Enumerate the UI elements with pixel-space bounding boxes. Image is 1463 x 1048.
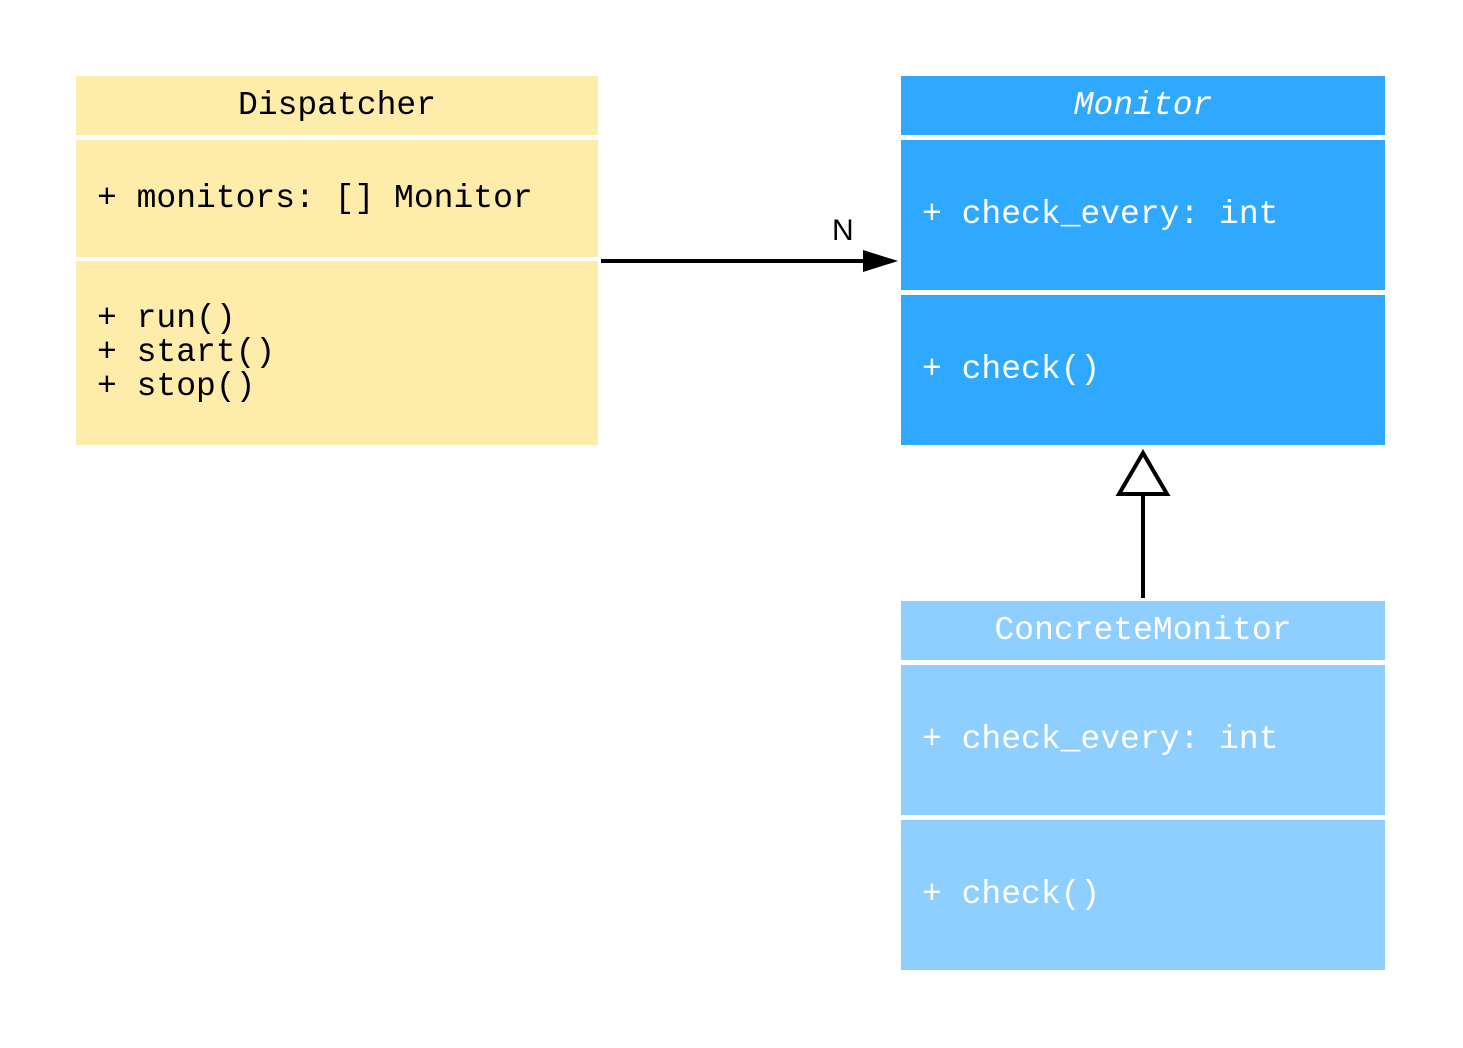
class-concrete-monitor: ConcreteMonitor + check_every: int + che…: [901, 601, 1385, 970]
class-name: Monitor: [901, 76, 1385, 135]
methods: + check(): [901, 820, 1385, 970]
class-dispatcher: Dispatcher + monitors: [] Monitor + run(…: [76, 76, 598, 445]
association-arrow: [601, 250, 898, 272]
attribute: + check_every: int: [922, 721, 1279, 758]
class-monitor: Monitor + check_every: int + check(): [901, 76, 1385, 445]
attributes: + check_every: int: [901, 665, 1385, 815]
method: + start(): [97, 334, 276, 371]
methods: + run() + start() + stop(): [76, 261, 598, 445]
method: + check(): [922, 876, 1101, 913]
method: + check(): [922, 351, 1101, 388]
methods: + check(): [901, 295, 1385, 445]
method: + stop(): [97, 368, 256, 405]
method: + run(): [97, 300, 236, 337]
attribute: + monitors: [] Monitor: [97, 179, 533, 217]
class-name: ConcreteMonitor: [901, 601, 1385, 660]
attributes: + monitors: [] Monitor: [76, 140, 598, 257]
multiplicity-label: N: [832, 214, 854, 247]
attribute: + check_every: int: [922, 196, 1279, 233]
inheritance-arrow: [1115, 449, 1171, 598]
class-name: Dispatcher: [76, 76, 598, 135]
attributes: + check_every: int: [901, 140, 1385, 290]
